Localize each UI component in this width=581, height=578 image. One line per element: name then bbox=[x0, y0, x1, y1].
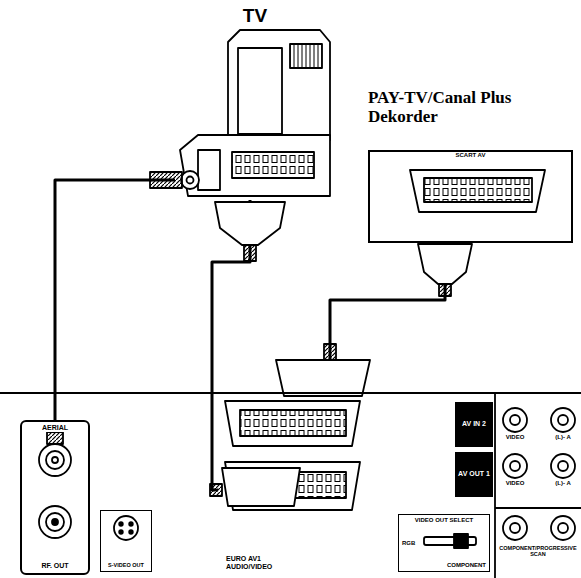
s-video-pin bbox=[119, 530, 123, 534]
tv-grill bbox=[290, 44, 322, 68]
euro-av1-scart: EURO AV1 AUDIO/VIDEO bbox=[218, 457, 363, 577]
scart-plug bbox=[222, 468, 300, 506]
video-out-select-switch: VIDEO OUT SELECT RGB COMPONENT bbox=[398, 514, 490, 572]
tv-scart-socket bbox=[232, 152, 314, 178]
panel-divider bbox=[494, 392, 496, 578]
rca-jack bbox=[551, 408, 575, 432]
aerial-jack bbox=[39, 444, 71, 476]
scart-pins bbox=[240, 410, 346, 436]
aerial-plug bbox=[47, 432, 63, 444]
decoder-unit: PAY-TV/Canal Plus DekorderSCART AV bbox=[368, 88, 573, 243]
node-text: VIDEO OUT SELECT bbox=[415, 517, 473, 524]
rca-jack bbox=[510, 523, 520, 533]
rca-jack bbox=[551, 454, 575, 478]
rf-out-jack bbox=[39, 506, 71, 538]
slide-switch-knob bbox=[454, 534, 468, 548]
node-text: PAY-TV/Canal Plus Dekorder bbox=[368, 88, 568, 126]
av-in-label: AV IN 2 bbox=[455, 402, 493, 447]
tv-connector-box bbox=[180, 135, 330, 196]
rca-jack bbox=[510, 415, 520, 425]
aerial-jack bbox=[52, 457, 58, 463]
plug-neck bbox=[439, 284, 451, 296]
node-text: RGB bbox=[402, 540, 415, 547]
rca-jack bbox=[503, 454, 527, 478]
jack-label: COMPONENT/PROGRESSIVE SCAN bbox=[497, 545, 579, 557]
rca-jack bbox=[558, 415, 568, 425]
jack-label: (L)- A bbox=[547, 480, 579, 487]
jack-label: (L)- A bbox=[547, 434, 579, 441]
tv-unit: TV bbox=[175, 5, 335, 200]
node-text: SCART AV bbox=[456, 152, 486, 159]
node-text: RF. OUT bbox=[40, 562, 69, 570]
aerial-jack-group: AERIAL RF. OUT bbox=[20, 420, 90, 575]
rca-jack bbox=[510, 461, 520, 471]
cable bbox=[55, 180, 175, 420]
rca-jack bbox=[503, 408, 527, 432]
av-out-label: AV OUT 1 bbox=[455, 452, 493, 497]
plug-neck bbox=[210, 484, 222, 496]
decoder-scart-socket bbox=[410, 170, 545, 212]
node-text: COMPONENT bbox=[447, 562, 486, 569]
rca-jack bbox=[503, 516, 527, 540]
rf-out-jack bbox=[46, 513, 64, 531]
aerial-jack bbox=[46, 451, 64, 469]
plug-neck bbox=[324, 344, 336, 360]
decoder-housing bbox=[368, 150, 573, 243]
scart-plug bbox=[418, 244, 472, 284]
rf-out-jack bbox=[52, 519, 58, 525]
node-text: S-VIDEO OUT bbox=[108, 562, 144, 568]
node-text: AERIAL bbox=[41, 424, 69, 432]
rca-jack bbox=[551, 516, 575, 540]
jack-label: VIDEO bbox=[497, 434, 533, 441]
panel-divider bbox=[495, 507, 581, 509]
tv-back-panel bbox=[238, 48, 282, 134]
tv-rf-jack bbox=[181, 171, 199, 189]
node-text: TV bbox=[243, 5, 267, 27]
s-video-jack bbox=[114, 516, 138, 540]
scart-socket-upper bbox=[225, 401, 360, 446]
plug-neck bbox=[244, 245, 256, 261]
s-video-pin bbox=[119, 522, 123, 526]
node-text: AV OUT 1 bbox=[458, 470, 490, 478]
jack-label: VIDEO bbox=[497, 480, 533, 487]
scart-plug bbox=[215, 202, 285, 245]
node-text: EURO AV1 AUDIO/VIDEO bbox=[226, 555, 286, 571]
scart-plug bbox=[276, 360, 370, 396]
rca-jack bbox=[558, 523, 568, 533]
decoder-scart-pins bbox=[424, 178, 532, 202]
tv-rf-jack-inner bbox=[187, 177, 194, 184]
s-video-jack-group: S-VIDEO OUT bbox=[100, 510, 152, 572]
rf-plug bbox=[150, 172, 182, 188]
s-video-pin bbox=[129, 522, 133, 526]
node-text: AV IN 2 bbox=[462, 420, 486, 428]
tv-body bbox=[228, 30, 330, 140]
tv-box-side bbox=[198, 150, 220, 190]
recorder-rear-panel: AERIAL RF. OUT S-VIDEO OUT EURO AV1 AUDIO/V… bbox=[0, 392, 581, 578]
rca-jack bbox=[558, 461, 568, 471]
s-video-pin bbox=[129, 530, 133, 534]
